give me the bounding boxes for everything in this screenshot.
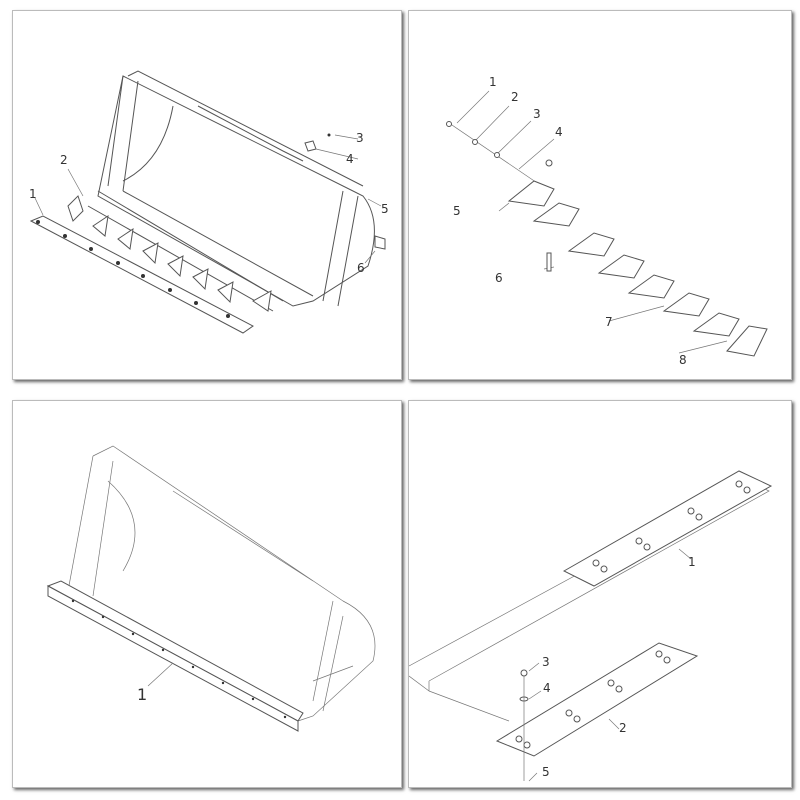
callout-2: 2 — [619, 721, 627, 735]
callout-2: 2 — [511, 90, 519, 104]
panel-wear-plate-detail: 1 2 3 4 5 — [408, 400, 792, 788]
callout-4: 4 — [543, 681, 551, 695]
callout-1: 1 — [489, 75, 497, 89]
callout-6: 6 — [357, 261, 365, 275]
callout-5: 5 — [542, 765, 550, 779]
panel-bucket-cutting-edge: 1 — [12, 400, 402, 788]
callout-3: 3 — [542, 655, 550, 669]
callout-2: 2 — [60, 153, 68, 167]
callout-8: 8 — [679, 353, 687, 367]
bucket-edge-drawing — [46, 445, 376, 732]
callout-4: 4 — [346, 152, 354, 166]
callout-1: 1 — [137, 685, 148, 704]
callout-7: 7 — [605, 315, 613, 329]
bucket-drawing — [29, 70, 386, 334]
panel-bucket-assembly: 1 2 3 4 5 6 — [12, 10, 402, 380]
callout-3: 3 — [533, 107, 541, 121]
panel-teeth-exploded: 1 2 3 4 5 6 7 8 — [408, 10, 792, 380]
callout-6: 6 — [495, 271, 503, 285]
teeth-drawing — [446, 90, 768, 357]
callout-5: 5 — [453, 204, 461, 218]
callout-3: 3 — [356, 131, 364, 145]
callout-1: 1 — [688, 555, 696, 569]
callout-5: 5 — [381, 202, 389, 216]
callout-1: 1 — [29, 187, 37, 201]
wear-plate-drawing — [409, 470, 773, 782]
callout-4: 4 — [555, 125, 563, 139]
